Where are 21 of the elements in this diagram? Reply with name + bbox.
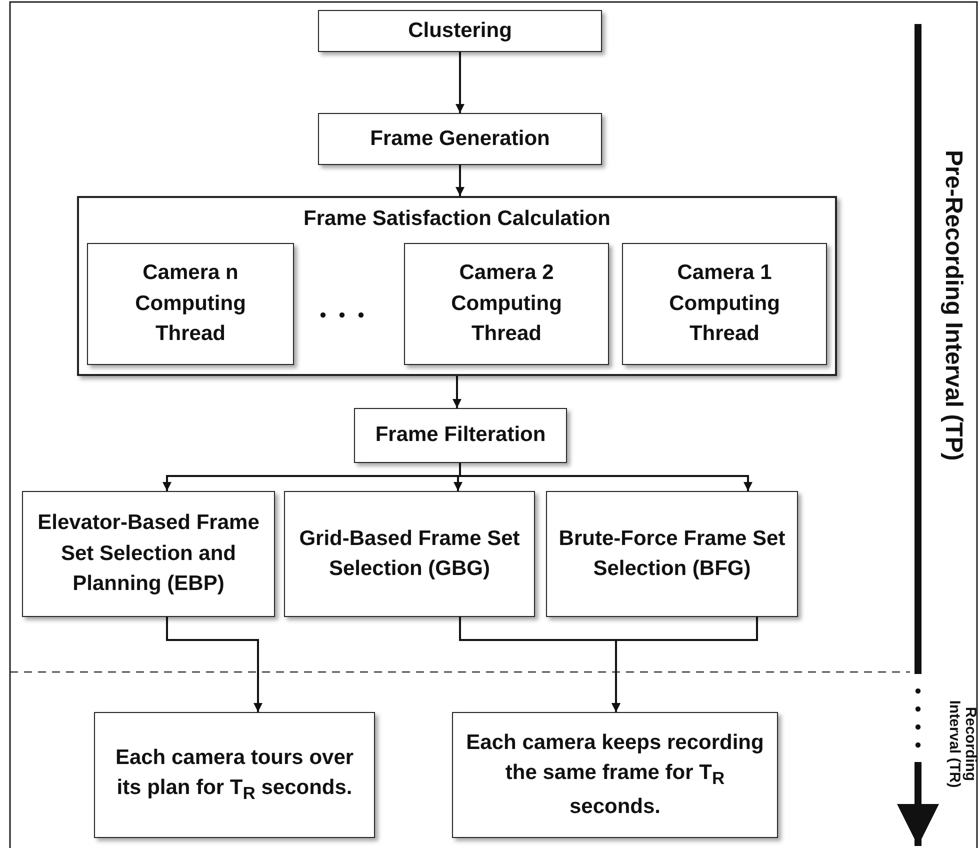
- process-box: Grid-Based Frame Set Selection (GBG): [284, 491, 535, 617]
- arrow: [452, 376, 462, 408]
- outcome-box: Each camera keeps recording the same frame for T$_{R}$ seconds.: [452, 712, 778, 838]
- arrow: [459, 463, 752, 491]
- process-box: Elevator-Based Frame Set Selection and Planning (EBP): [22, 491, 275, 617]
- arrow: [456, 165, 464, 196]
- process-box: Clustering: [318, 10, 602, 52]
- thread-box: Camera n Computing Thread: [87, 243, 294, 365]
- process-box: Brute-Force Frame Set Selection (BFG): [546, 491, 798, 617]
- thread-box: Camera 1 Computing Thread: [622, 243, 827, 365]
- interval-label: Recording Interval (TR): [946, 699, 978, 790]
- outcome-box: Each camera tours over its plan for T$_{R}$ seconds.: [94, 712, 375, 838]
- arrow: [166, 617, 262, 712]
- arrow: [456, 52, 464, 113]
- process-box: Frame Generation: [318, 113, 602, 165]
- group-title: Frame Satisfaction Calculation: [304, 206, 610, 232]
- group-box: [77, 196, 837, 376]
- process-box: Frame Filteration: [354, 408, 567, 463]
- interval-label: Pre-Recording Interval (TP): [939, 150, 967, 461]
- thread-box: Camera 2 Computing Thread: [404, 243, 609, 365]
- arrow: [612, 617, 758, 712]
